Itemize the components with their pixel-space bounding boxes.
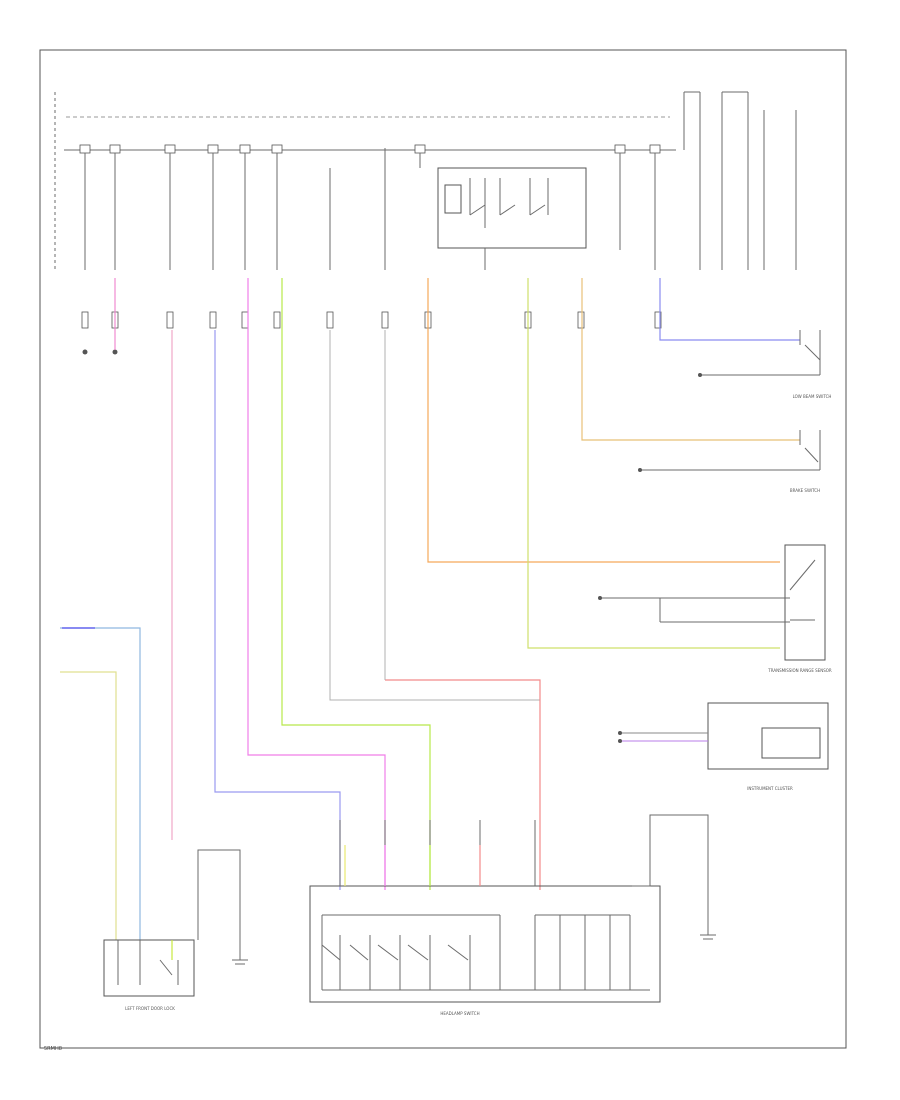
connector-pin xyxy=(414,144,426,154)
ground-dot xyxy=(82,349,88,355)
diagram-frame xyxy=(39,49,847,1049)
connector-pin xyxy=(271,144,283,154)
wire-blue xyxy=(659,278,800,341)
wire-gray xyxy=(329,330,540,701)
wire-orange xyxy=(427,278,780,563)
left-ground-module xyxy=(197,849,248,965)
brake-switch-label: BRAKE SWITCH xyxy=(790,488,820,493)
connector-row-1 xyxy=(81,311,662,329)
headlamp-switch-label: HEADLAMP SWITCH xyxy=(440,1011,479,1016)
relay-box xyxy=(437,167,587,249)
wire-red xyxy=(385,679,541,890)
brake-switch xyxy=(638,430,821,472)
connector-pin xyxy=(614,144,626,154)
fuse-box-header xyxy=(64,144,676,154)
right-ground xyxy=(632,814,716,940)
transmission-range-sensor xyxy=(598,544,826,661)
connector-pin xyxy=(649,144,661,154)
wire-green xyxy=(281,278,431,890)
wire-yellow-green xyxy=(527,278,780,649)
wire-blue xyxy=(214,330,341,890)
ground-dot xyxy=(112,349,118,355)
connector-pin xyxy=(109,144,121,154)
wire-tan xyxy=(581,278,800,441)
headlamp-connectors xyxy=(339,820,536,886)
wire-light-blue xyxy=(60,627,141,940)
module-box xyxy=(618,702,829,770)
low-beam-switch xyxy=(698,330,821,377)
connector-pin xyxy=(79,144,91,154)
left-front-door-lock-label: LEFT FRONT DOOR LOCK xyxy=(125,1006,175,1011)
left-front-door-lock xyxy=(103,939,195,997)
header-drops xyxy=(84,148,656,270)
connector-pin xyxy=(239,144,251,154)
wire-magenta xyxy=(247,278,386,890)
connector-pin xyxy=(164,144,176,154)
wire-yellow xyxy=(60,671,117,940)
footer-code: 5RMH8 xyxy=(44,1046,62,1052)
transmission-range-sensor-label: TRANSMISSION RANGE SENSOR xyxy=(767,668,832,673)
headlamp-switch xyxy=(309,885,661,1003)
low-beam-switch-label: LOW BEAM SWITCH xyxy=(793,394,832,399)
right-fuse-block xyxy=(683,91,797,270)
instrument-cluster-label: INSTRUMENT CLUSTER xyxy=(747,786,793,791)
connector-pin xyxy=(207,144,219,154)
